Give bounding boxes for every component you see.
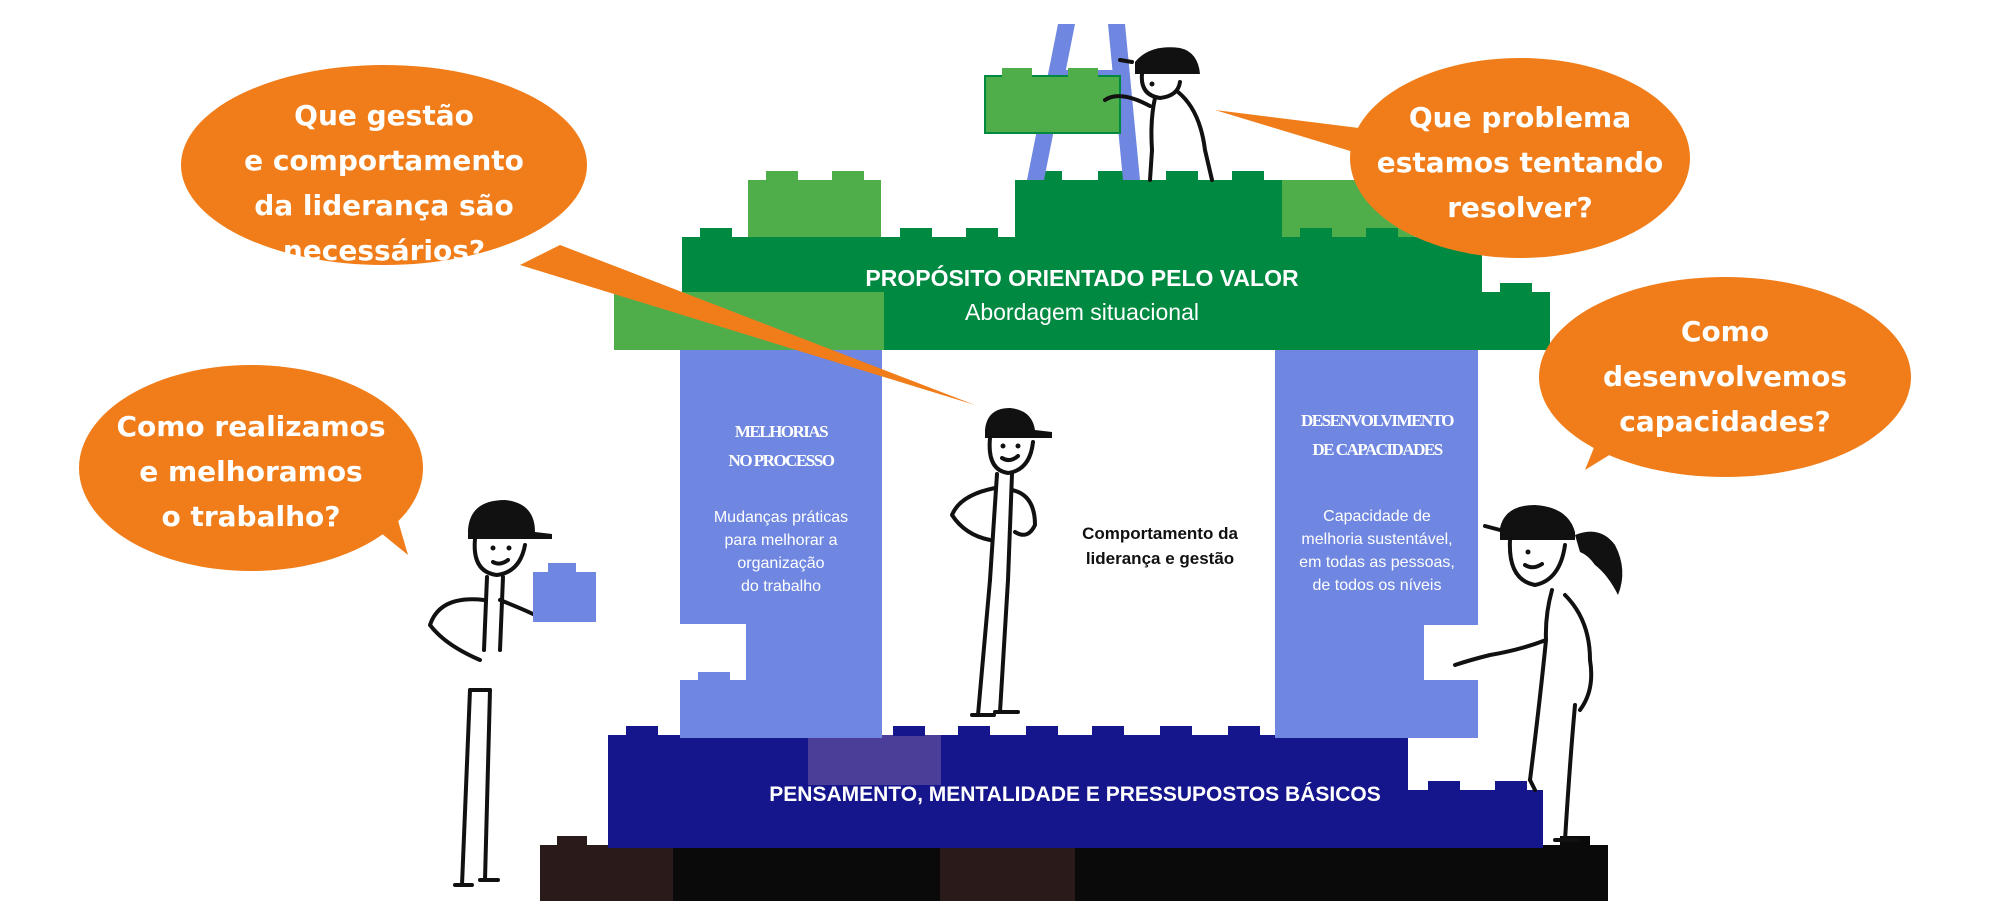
pillar-right-body-4: de todos os níveis [1313, 577, 1442, 594]
bubble-work-line-3: o trabalho? [161, 500, 340, 533]
bubble-management-line-2: e comportamento [244, 144, 524, 177]
bubble-work-line-1: Como realizamos [116, 410, 385, 443]
center-line-2: liderança e gestão [1086, 549, 1234, 568]
bubble-capabilities-line-2: desenvolvemos [1603, 360, 1847, 393]
bubble-capabilities-line-3: capacidades? [1619, 405, 1831, 438]
bubble-problem-line-3: resolver? [1447, 191, 1593, 224]
worker-figure-right [1453, 505, 1623, 842]
pillar-left-title-1: MELHORIAS [735, 422, 828, 441]
worker-figure-left [428, 500, 596, 887]
bubble-capabilities-line-1: Como [1681, 315, 1769, 348]
bubble-problem-line-2: estamos tentando [1377, 146, 1664, 179]
roof-title: PROPÓSITO ORIENTADO PELO VALOR [865, 264, 1299, 291]
bubble-problem: Que problema estamos tentando resolver? [1215, 58, 1690, 258]
pillar-right-title-1: DESENVOLVIMENTO [1301, 411, 1454, 430]
foundation-block: PENSAMENTO, MENTALIDADE E PRESSUPOSTOS B… [608, 726, 1543, 848]
bubble-capabilities: Como desenvolvemos capacidades? [1539, 277, 1911, 477]
foundation-title: PENSAMENTO, MENTALIDADE E PRESSUPOSTOS B… [769, 783, 1380, 806]
bubble-problem-line-1: Que problema [1409, 101, 1631, 134]
bubble-management-line-1: Que gestão [294, 99, 474, 132]
center-label: Comportamento da liderança e gestão [1082, 524, 1238, 568]
pillar-left: MELHORIAS NO PROCESSO Mudanças práticas … [680, 345, 882, 738]
bubble-management: Que gestão e comportamento da liderança … [181, 65, 975, 405]
pillar-left-body-3: organização [737, 555, 824, 572]
center-line-1: Comportamento da [1082, 524, 1238, 543]
pillar-left-body-2: para melhorar a [725, 532, 838, 549]
pillar-left-body-1: Mudanças práticas [714, 509, 848, 526]
worker-figure-center [950, 408, 1052, 717]
carried-brick-top [984, 68, 1121, 134]
pillar-left-title-2: NO PROCESSO [729, 451, 835, 470]
base-plinth [540, 836, 1608, 901]
pillar-right-body-1: Capacidade de [1323, 508, 1431, 525]
roof-subtitle: Abordagem situacional [965, 299, 1199, 325]
bubble-management-line-4: necessários? [283, 234, 485, 267]
pillar-right-title-2: DE CAPACIDADES [1312, 440, 1442, 459]
bubble-management-line-3: da liderança são [254, 189, 514, 222]
bubble-work: Como realizamos e melhoramos o trabalho? [79, 365, 423, 571]
pillar-right: DESENVOLVIMENTO DE CAPACIDADES Capacidad… [1275, 345, 1478, 738]
pillar-left-body-4: do trabalho [741, 578, 821, 595]
pillar-right-body-2: melhoria sustentável, [1301, 531, 1452, 548]
bubble-work-line-2: e melhoramos [139, 455, 362, 488]
worker-figure-top [1103, 47, 1214, 182]
pillar-right-body-3: em todas as pessoas, [1299, 554, 1455, 571]
